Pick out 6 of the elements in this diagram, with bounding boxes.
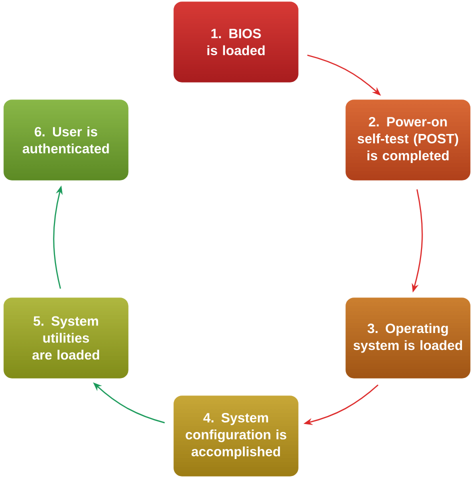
step-box: 4. System configuration is accomplished [172,394,300,478]
step-box: 1. BIOS is loaded [172,0,300,84]
step-box: 2. Power-on self-test (POST) is completed [344,98,472,182]
step-box: 3. Operating system is loaded [344,296,472,380]
step-box: 6. User is authenticated [2,98,130,182]
step-box: 5. System utilities are loaded [2,296,130,380]
